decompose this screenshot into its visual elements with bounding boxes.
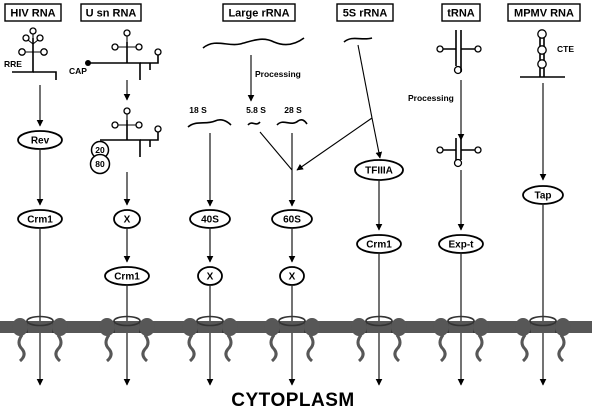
rrna-58s-strand-icon [247, 121, 261, 126]
x-usn-label: X [124, 215, 131, 226]
header-usn-rna: U sn RNA [80, 3, 142, 22]
tap-node: Tap [522, 185, 564, 205]
header-mpmv-rna: MPMV RNA [507, 3, 581, 22]
rrna-18s-strand-icon [187, 118, 232, 128]
processing-trna-label: Processing [408, 93, 454, 103]
header-usn-rna-label: U sn RNA [86, 8, 137, 20]
crm1-5s-label: Crm1 [366, 240, 392, 251]
exp-t-node: Exp-t [438, 234, 484, 254]
header-hiv-rna-label: HIV RNA [10, 8, 55, 20]
mpmv-rna-structure-icon [520, 29, 565, 78]
header-large-rrna-label: Large rRNA [228, 8, 289, 20]
crm1-usn-node: Crm1 [104, 266, 150, 286]
ribosome-40s-label: 40S [201, 215, 219, 226]
header-trna: tRNA [441, 3, 481, 22]
crm1-usn-label: Crm1 [114, 272, 140, 283]
header-5s-rrna: 5S rRNA [336, 3, 394, 22]
ribosome-60s-node: 60S [271, 209, 313, 229]
processing-large-label: Processing [255, 69, 301, 79]
trna-precursor-icon [436, 30, 482, 75]
cytoplasm-label: CYTOPLASM [231, 390, 354, 411]
ribosome-60s-label: 60S [283, 215, 301, 226]
large-rrna-strand-icon [202, 37, 305, 49]
crm1-hiv-node: Crm1 [17, 209, 63, 229]
rev-node: Rev [17, 130, 63, 150]
rrna-28s-label: 28 S [284, 105, 302, 115]
trna-mature-icon [436, 138, 482, 168]
x-usn-node: X [113, 209, 141, 229]
crm1-hiv-label: Crm1 [27, 215, 53, 226]
tfiiia-label: TFIIIA [365, 166, 393, 177]
header-trna-label: tRNA [447, 8, 475, 20]
crm1-5s-node: Crm1 [356, 234, 402, 254]
header-large-rrna: Large rRNA [222, 3, 296, 22]
x-60s-node: X [279, 266, 305, 286]
rev-label: Rev [31, 136, 50, 147]
header-hiv-rna: HIV RNA [4, 3, 62, 22]
nuclear-membrane [0, 321, 592, 333]
cap-label: CAP [69, 66, 87, 76]
x-40s-label: X [207, 272, 214, 283]
rrna-28s-strand-icon [276, 118, 308, 126]
usn-rna-structure-icon [85, 29, 162, 80]
arrow-5s-to-tfiiia [371, 117, 383, 159]
rre-label: RRE [4, 59, 22, 69]
tap-label: Tap [534, 191, 551, 202]
header-mpmv-rna-label: MPMV RNA [514, 8, 574, 20]
rrna-58s-label: 5.8 S [246, 105, 266, 115]
arrow-5s-to-60s [296, 117, 373, 171]
usn-rna-cbc-complex-icon [89, 107, 162, 175]
hiv-rna-structure-icon [12, 27, 57, 80]
ribosome-40s-node: 40S [189, 209, 231, 229]
rrna-5s-strand-icon [343, 37, 373, 43]
tfiiia-node: TFIIIA [354, 159, 404, 181]
cbc80-label: 80 [95, 159, 105, 169]
x-60s-label: X [289, 272, 296, 283]
exp-t-label: Exp-t [449, 240, 475, 251]
rrna-18s-label: 18 S [189, 105, 207, 115]
cte-label: CTE [557, 44, 574, 54]
cbc20-label: 20 [95, 145, 105, 155]
line-5s-down [357, 44, 373, 119]
x-40s-node: X [197, 266, 223, 286]
header-5s-rrna-label: 5S rRNA [343, 8, 388, 20]
line-58s-merge [259, 131, 293, 171]
